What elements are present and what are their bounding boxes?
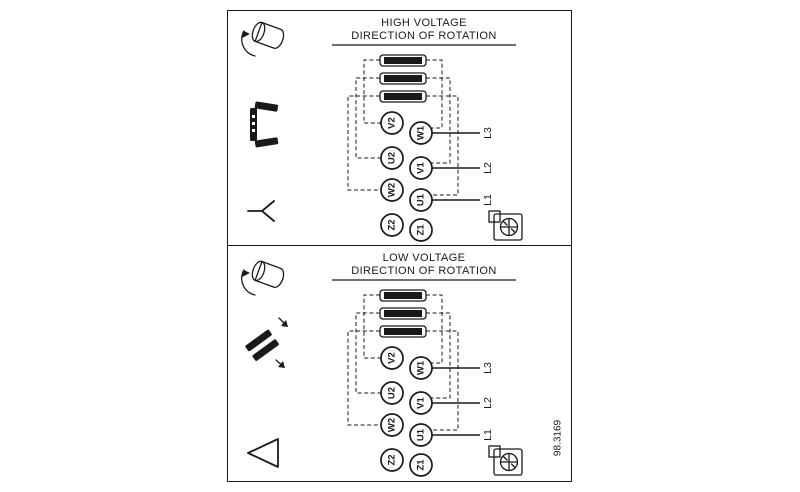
terminal-w1: W1 — [409, 355, 433, 380]
jumper-placement-icon — [245, 316, 288, 368]
terminal-z1: Z1 — [409, 452, 433, 477]
supply-lines: L3 L2 L1 — [432, 127, 494, 206]
figure-reference: 98.3169 — [553, 419, 564, 456]
terminal-u2: U2 — [380, 380, 404, 405]
terminal-z1-label: Z1 — [416, 458, 427, 470]
jumper-bars-icon — [250, 101, 279, 148]
line-l3-label: L3 — [482, 362, 494, 374]
terminal-z2-label: Z2 — [387, 219, 398, 230]
shaft-rotation-icon — [241, 21, 285, 57]
terminal-z1-label: Z1 — [416, 224, 427, 236]
terminal-u1-label: U1 — [416, 193, 427, 206]
panel-high-voltage: HIGH VOLTAGE DIRECTION OF ROTATION — [228, 11, 571, 246]
line-l2-label: L2 — [482, 397, 494, 409]
terminal-v2-label: V2 — [387, 117, 398, 129]
terminal-u2: U2 — [380, 146, 404, 170]
terminal-u2-label: U2 — [387, 386, 398, 398]
rotation-title: DIRECTION OF ROTATION — [351, 265, 497, 277]
terminal-board: V2 U2 W2 Z2 — [380, 345, 433, 477]
voltage-title: HIGH VOLTAGE — [381, 17, 467, 29]
terminal-z1: Z1 — [409, 218, 433, 242]
terminal-z2: Z2 — [380, 447, 404, 472]
wiring-diagram-figure: HIGH VOLTAGE DIRECTION OF ROTATION — [227, 10, 572, 482]
delta-connection-icon — [247, 437, 279, 468]
jumper-routing-dashed — [347, 294, 459, 430]
line-l1-label: L1 — [482, 429, 494, 441]
voltage-title: LOW VOLTAGE — [383, 252, 466, 264]
supply-lines: L3 L2 L1 — [432, 362, 494, 441]
line-l2-label: L2 — [482, 162, 494, 174]
terminal-w2-label: W2 — [387, 417, 398, 431]
rotation-title: DIRECTION OF ROTATION — [351, 30, 497, 42]
earth-terminal-icon — [488, 444, 523, 476]
terminal-v1: V1 — [409, 156, 433, 180]
terminal-w1-label: W1 — [416, 125, 427, 140]
shaft-rotation-icon — [241, 260, 285, 296]
terminal-board: V2 U2 W2 Z2 — [380, 111, 433, 242]
star-connection-icon — [247, 200, 275, 222]
terminal-z2: Z2 — [380, 213, 404, 237]
line-l1-label: L1 — [482, 194, 494, 206]
jumper-bars — [379, 54, 427, 103]
terminal-u1-label: U1 — [416, 428, 427, 441]
terminal-w2: W2 — [380, 412, 404, 437]
terminal-v1: V1 — [409, 390, 433, 415]
terminal-u2-label: U2 — [387, 152, 398, 164]
earth-terminal-icon — [488, 210, 523, 241]
terminal-w1-label: W1 — [416, 360, 427, 375]
terminal-v1-label: V1 — [416, 396, 427, 408]
terminal-u1: U1 — [409, 188, 433, 212]
terminal-v1-label: V1 — [416, 161, 427, 173]
terminal-v2-label: V2 — [387, 352, 398, 364]
jumper-routing-dashed — [347, 59, 459, 196]
terminal-w1: W1 — [409, 121, 433, 145]
terminal-z2-label: Z2 — [387, 454, 398, 465]
terminal-v2: V2 — [380, 345, 404, 370]
terminal-v2: V2 — [380, 111, 404, 135]
jumper-bars — [379, 288, 427, 338]
terminal-w2: W2 — [380, 178, 404, 202]
panel-low-voltage: LOW VOLTAGE DIRECTION OF ROTATION — [228, 246, 571, 480]
terminal-w2-label: W2 — [387, 183, 398, 197]
line-l3-label: L3 — [482, 127, 494, 139]
terminal-u1: U1 — [409, 422, 433, 447]
